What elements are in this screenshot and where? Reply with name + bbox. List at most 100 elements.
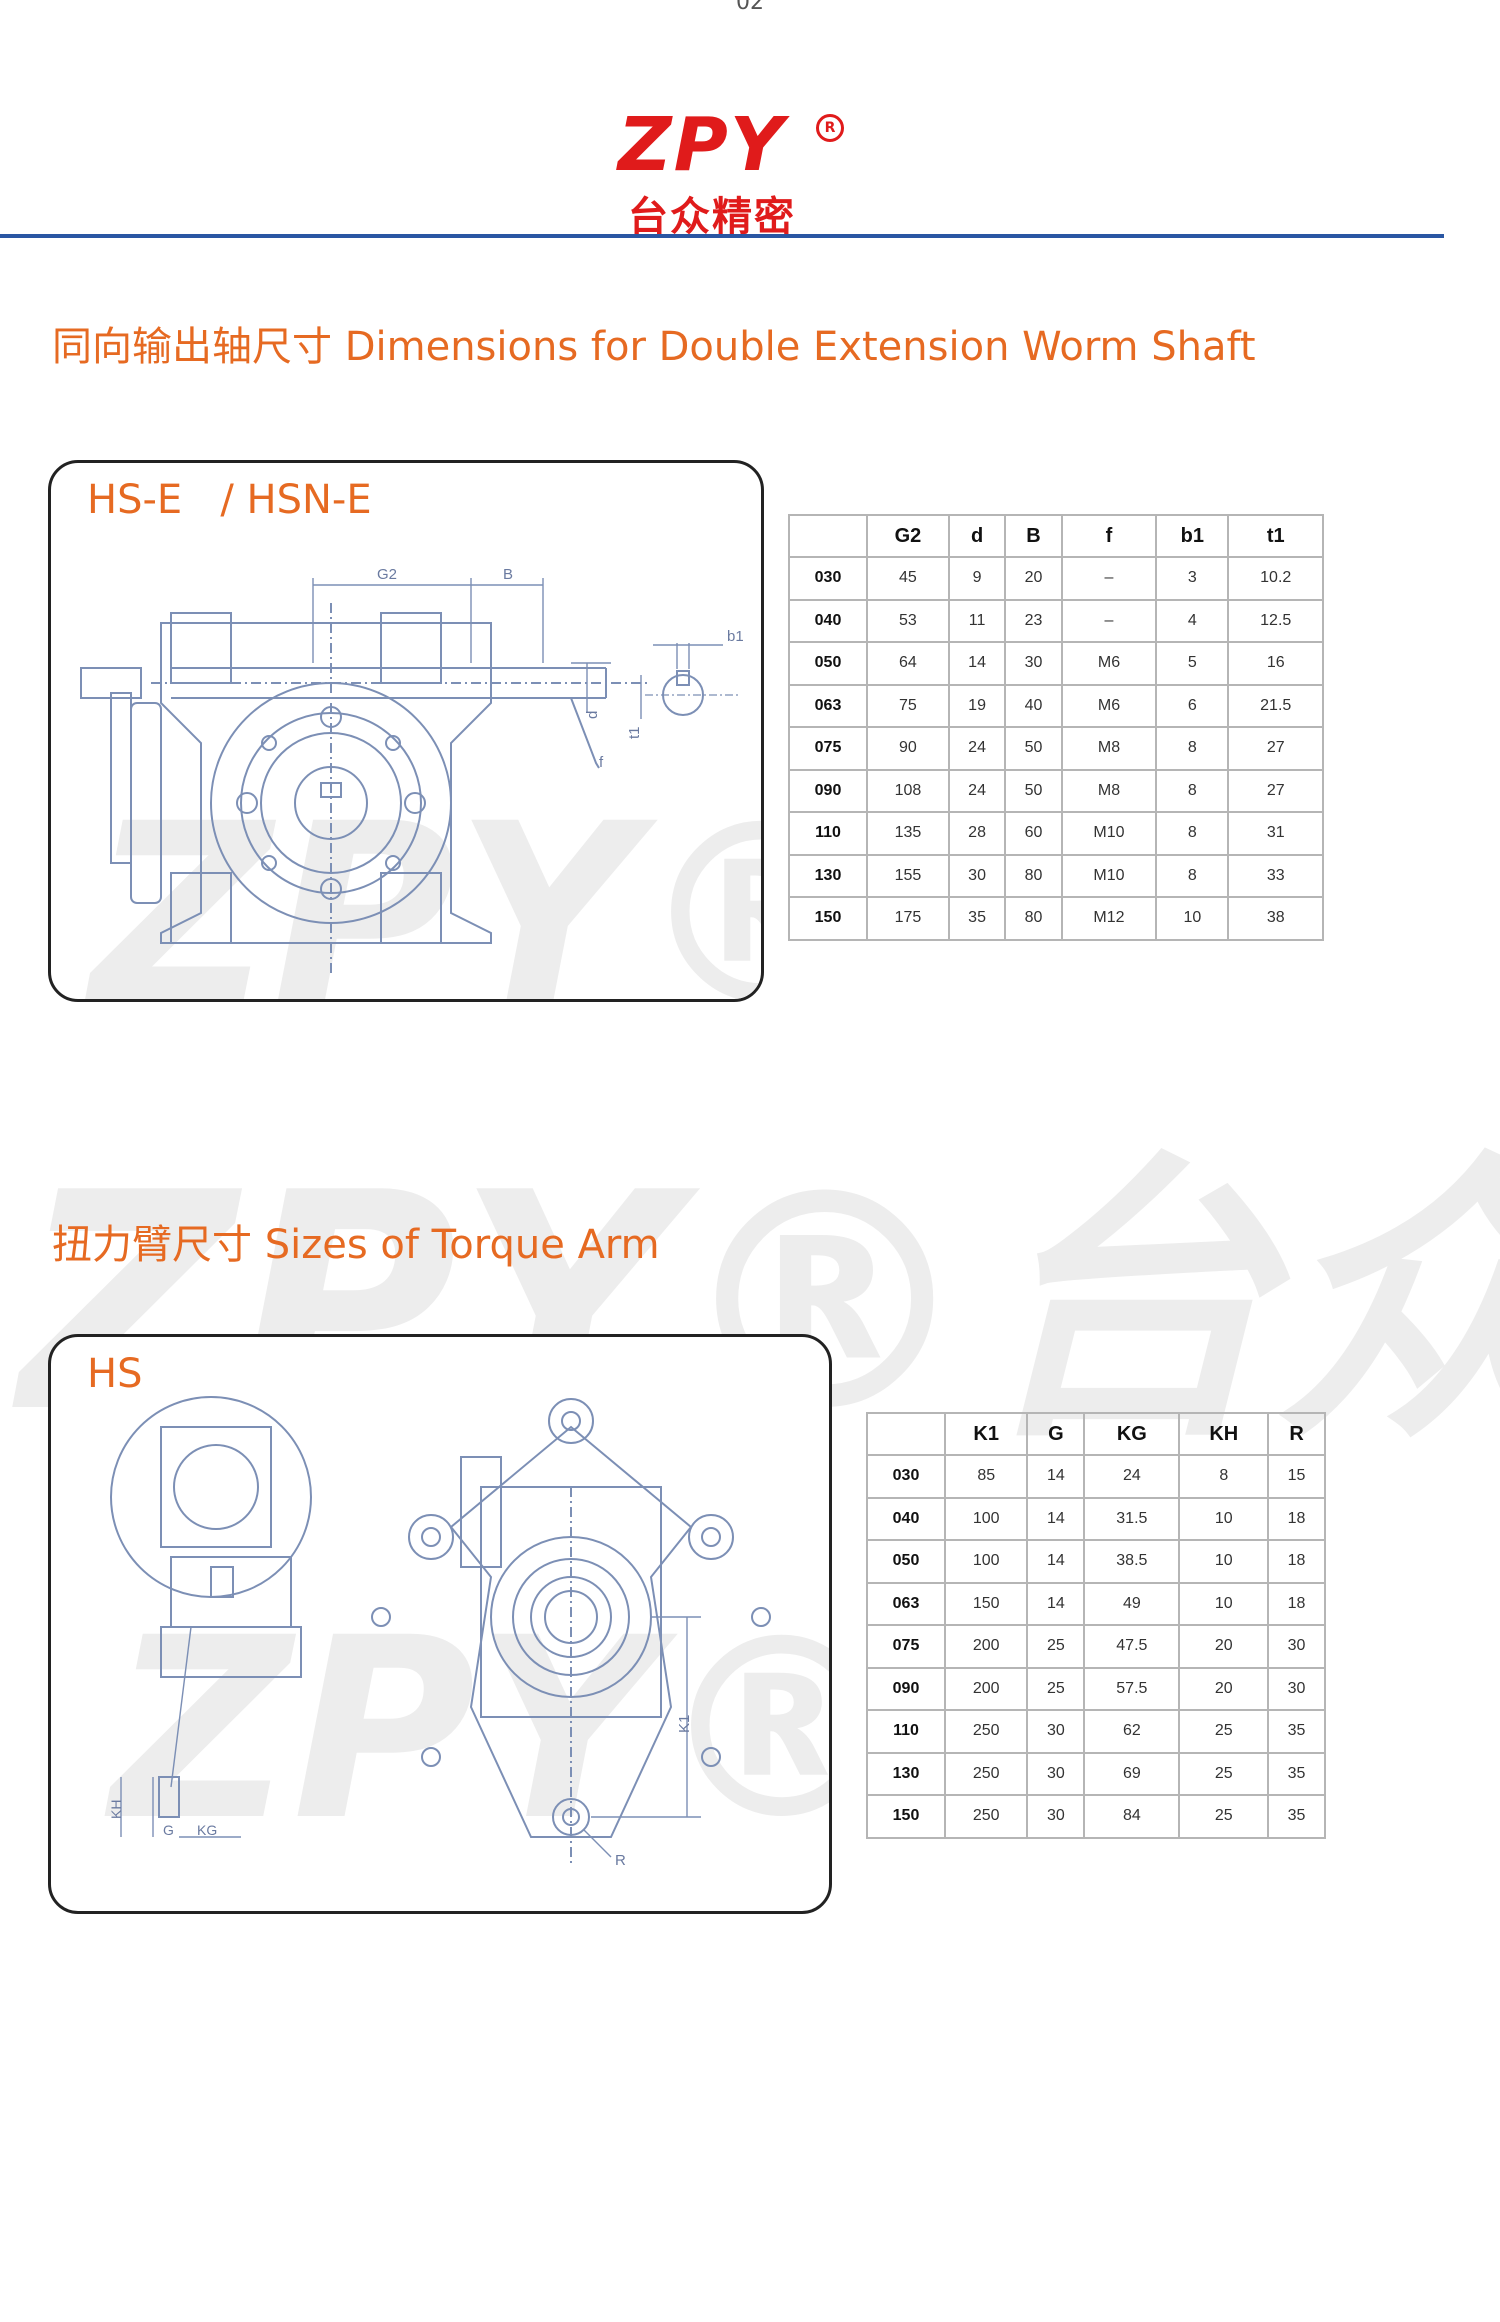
header-cell: f [1060, 514, 1158, 558]
table-cell: 30 [1267, 1666, 1326, 1711]
table-cell: 8 [1155, 853, 1230, 898]
table-cell: 10 [1178, 1496, 1270, 1541]
drawing-labels-2: KH G KG K1 R [108, 1715, 693, 1869]
label-kg: KG [197, 1822, 217, 1838]
table-cell: 35 [947, 896, 1007, 941]
drawing-panel-hs: ZPY®台众 HS KH G [48, 1334, 832, 1914]
table-cell: 15 [1267, 1454, 1326, 1499]
row-size-label: 040 [866, 1496, 946, 1541]
row-size-label: 050 [866, 1539, 946, 1584]
label-f: f [599, 754, 604, 771]
table-cell: 23 [1004, 598, 1063, 643]
table-cell: M10 [1060, 853, 1158, 898]
row-size-label: 150 [788, 896, 868, 941]
header-cell [788, 514, 868, 558]
table-cell: 27 [1227, 768, 1324, 813]
table-cell: M12 [1060, 896, 1158, 941]
table-cell: 250 [943, 1751, 1029, 1796]
table-cell: 3 [1155, 556, 1230, 601]
table-cell: 50 [1004, 726, 1063, 771]
table-cell: 250 [943, 1794, 1029, 1839]
table-cell: 38 [1227, 896, 1324, 941]
header-cell [866, 1412, 946, 1456]
table-cell: 45 [866, 556, 950, 601]
label-g: G [163, 1822, 174, 1838]
table-cell: 18 [1267, 1581, 1326, 1626]
table-cell: 25 [1026, 1624, 1086, 1669]
label-t1: t1 [626, 726, 643, 739]
table-cell: 8 [1155, 768, 1230, 813]
table-cell: 10.2 [1227, 556, 1324, 601]
table-cell: 4 [1155, 598, 1230, 643]
row-size-label: 063 [788, 683, 868, 728]
table-cell: 24 [947, 768, 1007, 813]
table-cell: 21.5 [1227, 683, 1324, 728]
section-title-torque-arm: 扭力臂尺寸 Sizes of Torque Arm [52, 1222, 660, 1268]
row-size-label: 110 [788, 811, 868, 856]
table-cell: M8 [1060, 768, 1158, 813]
label-b: B [503, 566, 513, 583]
label-b1: b1 [727, 628, 744, 645]
logo-chinese-name: 台众精密 [628, 194, 796, 240]
table-cell: M8 [1060, 726, 1158, 771]
table-cell: 31 [1227, 811, 1324, 856]
drawing-panel-hs-e: ZPY®台众 HS-E / HSN-E [48, 460, 764, 1002]
logo-wordmark: ZPY [618, 102, 786, 188]
label-kh: KH [108, 1800, 124, 1819]
label-g2: G2 [377, 566, 397, 583]
table-cell: 35 [1267, 1751, 1326, 1796]
table-cell: – [1060, 598, 1158, 643]
table-cell: 30 [1026, 1709, 1086, 1754]
table-cell: 20 [1004, 556, 1063, 601]
table-cell: 135 [866, 811, 950, 856]
table-cell: 53 [866, 598, 950, 643]
table-cell: 49 [1083, 1581, 1181, 1626]
table-cell: 10 [1178, 1539, 1270, 1584]
table-cell: 20 [1178, 1666, 1270, 1711]
table-cell: 200 [943, 1666, 1029, 1711]
table-cell: 30 [1026, 1794, 1086, 1839]
table-cell: 18 [1267, 1539, 1326, 1584]
section-title-worm-shaft: 同向输出轴尺寸 Dimensions for Double Extension … [52, 324, 1256, 370]
table-cell: 100 [943, 1496, 1029, 1541]
row-size-label: 130 [788, 853, 868, 898]
table-header-row: G2 d B f b1 t1 [788, 514, 1324, 558]
table-cell: 14 [947, 641, 1007, 686]
page-number: 02 [736, 0, 764, 15]
table-cell: 24 [947, 726, 1007, 771]
table-cell: 31.5 [1083, 1496, 1181, 1541]
table-cell: 69 [1083, 1751, 1181, 1796]
table-cell: 25 [1178, 1751, 1270, 1796]
table-cell: 9 [947, 556, 1007, 601]
header-cell: b1 [1155, 514, 1230, 558]
table-cell: 30 [947, 853, 1007, 898]
table-cell: 50 [1004, 768, 1063, 813]
table-cell: 14 [1026, 1496, 1086, 1541]
table-cell: 25 [1178, 1709, 1270, 1754]
row-size-label: 130 [866, 1751, 946, 1796]
header-cell: G2 [866, 514, 950, 558]
row-size-label: 040 [788, 598, 868, 643]
row-size-label: 050 [788, 641, 868, 686]
header-cell: KH [1178, 1412, 1270, 1456]
table-cell: 60 [1004, 811, 1063, 856]
table-cell: 150 [943, 1581, 1029, 1626]
table-cell: 8 [1178, 1454, 1270, 1499]
table-cell: 155 [866, 853, 950, 898]
table-cell: 100 [943, 1539, 1029, 1584]
table-cell: 85 [943, 1454, 1029, 1499]
table-cell: 6 [1155, 683, 1230, 728]
table-cell: 27 [1227, 726, 1324, 771]
table-cell: 38.5 [1083, 1539, 1181, 1584]
table-cell: 80 [1004, 896, 1063, 941]
